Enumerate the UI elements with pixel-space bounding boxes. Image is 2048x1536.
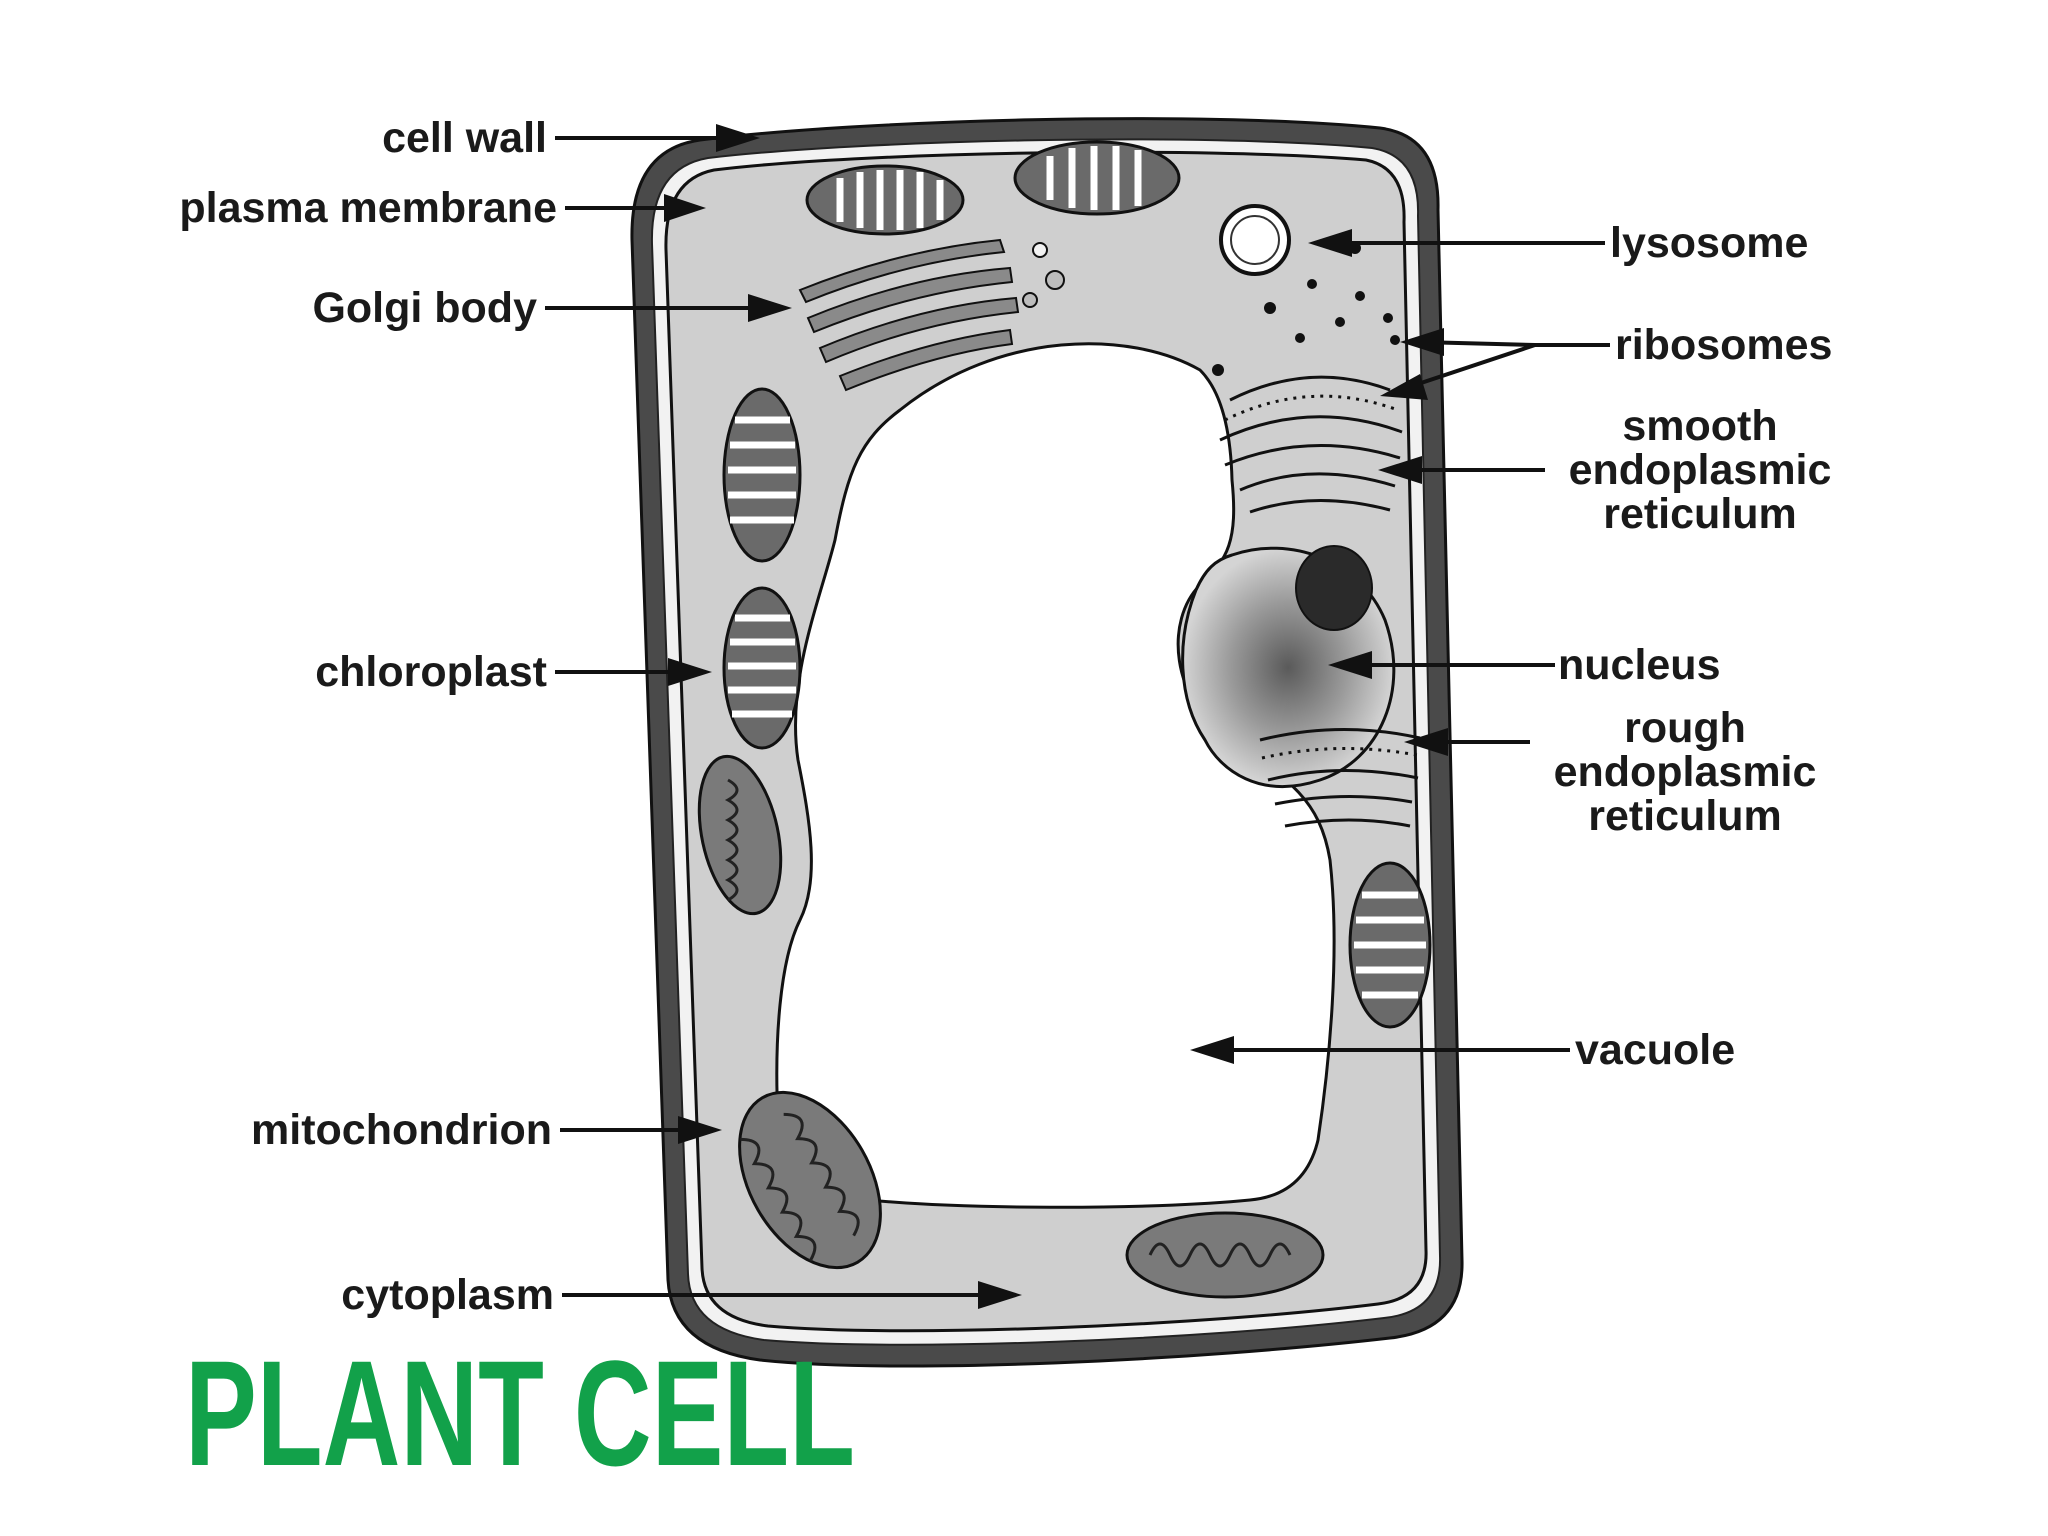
chloroplast-top-left xyxy=(805,164,965,236)
label-golgi-body: Golgi body xyxy=(312,284,537,332)
diagram-title: PLANT CELL xyxy=(185,1329,855,1497)
mitochondrion-bottom-left xyxy=(738,1090,882,1270)
label-rough-er-line-2: endoplasmic xyxy=(1554,748,1817,796)
label-smooth-er-line-3: reticulum xyxy=(1603,490,1797,538)
label-nucleus: nucleus xyxy=(1558,641,1721,689)
label-cell-wall: cell wall xyxy=(382,114,547,162)
label-ribosomes: ribosomes xyxy=(1615,321,1832,369)
label-mitochondrion: mitochondrion xyxy=(251,1106,552,1154)
label-rough-er: rough endoplasmic reticulum xyxy=(1554,704,1817,840)
mitochondria xyxy=(697,754,1325,1299)
chloroplasts xyxy=(722,140,1432,1029)
nucleus xyxy=(1181,545,1396,788)
nucleolus xyxy=(1295,545,1373,631)
chloroplast-left-middle xyxy=(722,586,802,750)
label-rough-er-line-1: rough xyxy=(1624,704,1746,752)
label-lysosome: lysosome xyxy=(1610,219,1808,267)
chloroplast-top-right xyxy=(1013,140,1181,216)
label-smooth-er-line-2: endoplasmic xyxy=(1569,446,1832,494)
label-smooth-er-line-1: smooth xyxy=(1622,402,1777,450)
label-plasma-membrane: plasma membrane xyxy=(179,184,557,232)
label-rough-er-line-3: reticulum xyxy=(1588,792,1782,840)
label-chloroplast: chloroplast xyxy=(315,648,547,696)
mitochondrion-bottom xyxy=(1125,1211,1325,1299)
label-smooth-er: smooth endoplasmic reticulum xyxy=(1569,402,1832,538)
chloroplast-right-lower xyxy=(1348,861,1432,1029)
golgi-body xyxy=(798,238,1065,392)
label-cytoplasm: cytoplasm xyxy=(341,1271,554,1319)
smooth-endoplasmic-reticulum xyxy=(1219,375,1403,514)
lysosome xyxy=(1219,204,1291,276)
rough-endoplasmic-reticulum xyxy=(1259,727,1423,828)
leader-lines xyxy=(545,124,1610,1309)
chloroplast-left-upper xyxy=(722,387,802,563)
vacuole-shape xyxy=(775,342,1336,1209)
label-vacuole: vacuole xyxy=(1575,1026,1735,1074)
mitochondrion-left-lower xyxy=(697,754,783,916)
